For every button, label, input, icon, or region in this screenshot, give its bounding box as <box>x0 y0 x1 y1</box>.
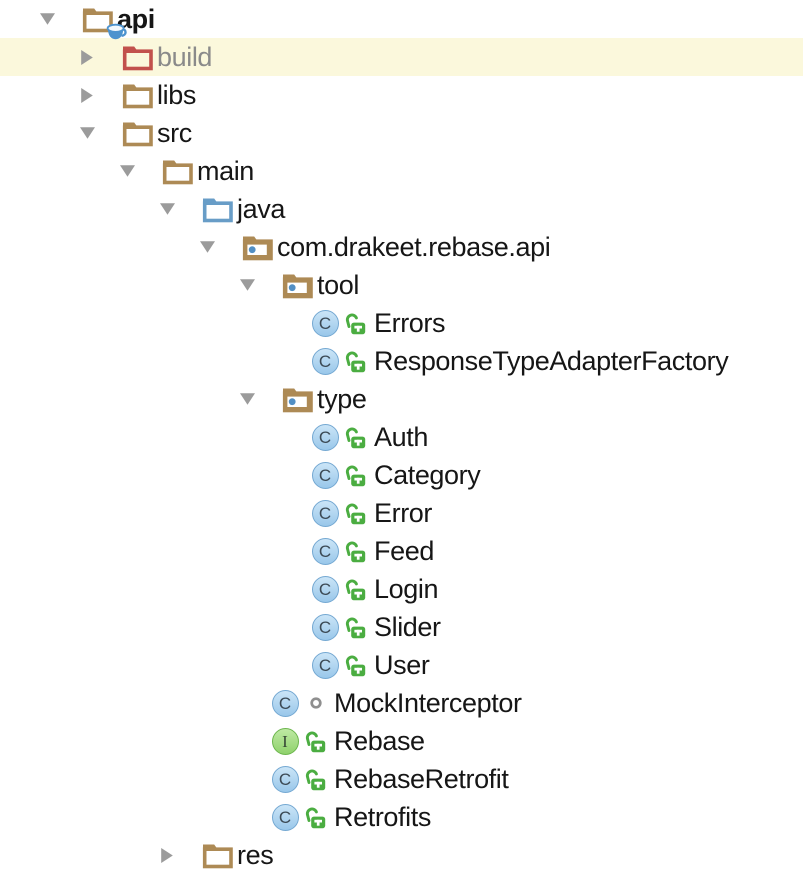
tree-row-api[interactable]: api <box>0 0 803 38</box>
tree-row-slider[interactable]: C Slider <box>0 608 803 646</box>
tree-row-category[interactable]: C Category <box>0 456 803 494</box>
tree-item-label: ResponseTypeAdapterFactory <box>374 345 729 376</box>
class-icon: C <box>308 309 342 337</box>
tree-item-label: Slider <box>374 611 441 642</box>
tree-item-label: Errors <box>374 307 446 338</box>
class-icon: C <box>308 461 342 489</box>
tree-row-feed[interactable]: C Feed <box>0 532 803 570</box>
class-icon: C <box>308 499 342 527</box>
tree-item-label: res <box>237 839 274 870</box>
tree-row-errors[interactable]: C Errors <box>0 304 803 342</box>
tree-row-type[interactable]: type <box>0 380 803 418</box>
tree-item-label: type <box>317 383 367 414</box>
tree-item-label: Feed <box>374 535 434 566</box>
tree-row-build[interactable]: build <box>0 38 803 76</box>
public-lock-icon <box>344 350 367 373</box>
class-icon: C <box>268 765 302 793</box>
coffee-cup-icon <box>106 23 127 42</box>
tree-item-label: User <box>374 649 430 680</box>
tree-row-libs[interactable]: libs <box>0 76 803 114</box>
java-module-icon <box>80 6 114 33</box>
tree-row-java[interactable]: java <box>0 190 803 228</box>
folder-icon <box>160 158 194 185</box>
tree-item-label: libs <box>157 79 196 110</box>
tree-item-label: tool <box>317 269 359 300</box>
public-lock-icon <box>304 730 327 753</box>
chevron-down-icon[interactable] <box>154 202 180 216</box>
class-icon: C <box>308 575 342 603</box>
class-icon: C <box>308 537 342 565</box>
chevron-down-icon[interactable] <box>234 392 260 406</box>
tree-row-responsetypeadapterfactory[interactable]: C ResponseTypeAdapterFactory <box>0 342 803 380</box>
source-folder-icon <box>200 196 234 223</box>
chevron-right-icon[interactable] <box>154 847 180 864</box>
tree-item-label: Rebase <box>334 725 425 756</box>
class-icon: C <box>308 423 342 451</box>
public-lock-icon <box>344 616 367 639</box>
chevron-down-icon[interactable] <box>194 240 220 254</box>
chevron-down-icon[interactable] <box>114 164 140 178</box>
tree-row-retrofits[interactable]: C Retrofits <box>0 798 803 836</box>
public-lock-icon <box>304 768 327 791</box>
tree-row-rebaseretrofit[interactable]: C RebaseRetrofit <box>0 760 803 798</box>
folder-icon <box>120 82 154 109</box>
public-lock-icon <box>344 578 367 601</box>
tree-row-main[interactable]: main <box>0 152 803 190</box>
tree-item-label: main <box>197 155 254 186</box>
tree-item-label: build <box>157 41 213 72</box>
public-lock-icon <box>344 654 367 677</box>
class-icon: C <box>308 613 342 641</box>
chevron-down-icon[interactable] <box>34 12 60 26</box>
class-icon: C <box>308 347 342 375</box>
tree-item-label: Login <box>374 573 439 604</box>
tree-row-login[interactable]: C Login <box>0 570 803 608</box>
tree-item-label: src <box>157 117 192 148</box>
tree-item-label: RebaseRetrofit <box>334 763 509 794</box>
chevron-down-icon[interactable] <box>234 278 260 292</box>
tree-item-label: Category <box>374 459 481 490</box>
public-lock-icon <box>344 312 367 335</box>
public-lock-icon <box>304 806 327 829</box>
public-lock-icon <box>344 540 367 563</box>
tree-item-label: Auth <box>374 421 428 452</box>
tree-item-label: com.drakeet.rebase.api <box>277 231 551 262</box>
tree-row-com-drakeet-rebase-api[interactable]: com.drakeet.rebase.api <box>0 228 803 266</box>
class-icon: C <box>268 689 302 717</box>
tree-row-auth[interactable]: C Auth <box>0 418 803 456</box>
package-icon <box>280 386 314 413</box>
tree-row-src[interactable]: src <box>0 114 803 152</box>
tree-row-rebase[interactable]: I Rebase <box>0 722 803 760</box>
tree-row-res[interactable]: res <box>0 836 803 874</box>
tree-item-label: Error <box>374 497 432 528</box>
class-icon: C <box>268 803 302 831</box>
public-lock-icon <box>344 464 367 487</box>
excluded-folder-icon <box>120 44 154 71</box>
class-icon: C <box>308 651 342 679</box>
package-private-icon <box>304 692 327 714</box>
tree-row-tool[interactable]: tool <box>0 266 803 304</box>
folder-icon <box>200 842 234 869</box>
chevron-down-icon[interactable] <box>74 126 100 140</box>
tree-row-mockinterceptor[interactable]: C MockInterceptor <box>0 684 803 722</box>
chevron-right-icon[interactable] <box>74 49 100 66</box>
interface-icon: I <box>268 727 302 755</box>
public-lock-icon <box>344 426 367 449</box>
tree-item-label: MockInterceptor <box>334 687 522 718</box>
package-icon <box>240 234 274 261</box>
tree-item-label: java <box>237 193 285 224</box>
package-icon <box>280 272 314 299</box>
chevron-right-icon[interactable] <box>74 87 100 104</box>
public-lock-icon <box>344 502 367 525</box>
tree-item-label: Retrofits <box>334 801 431 832</box>
tree-row-user[interactable]: C User <box>0 646 803 684</box>
folder-icon <box>120 120 154 147</box>
tree-row-error[interactable]: C Error <box>0 494 803 532</box>
